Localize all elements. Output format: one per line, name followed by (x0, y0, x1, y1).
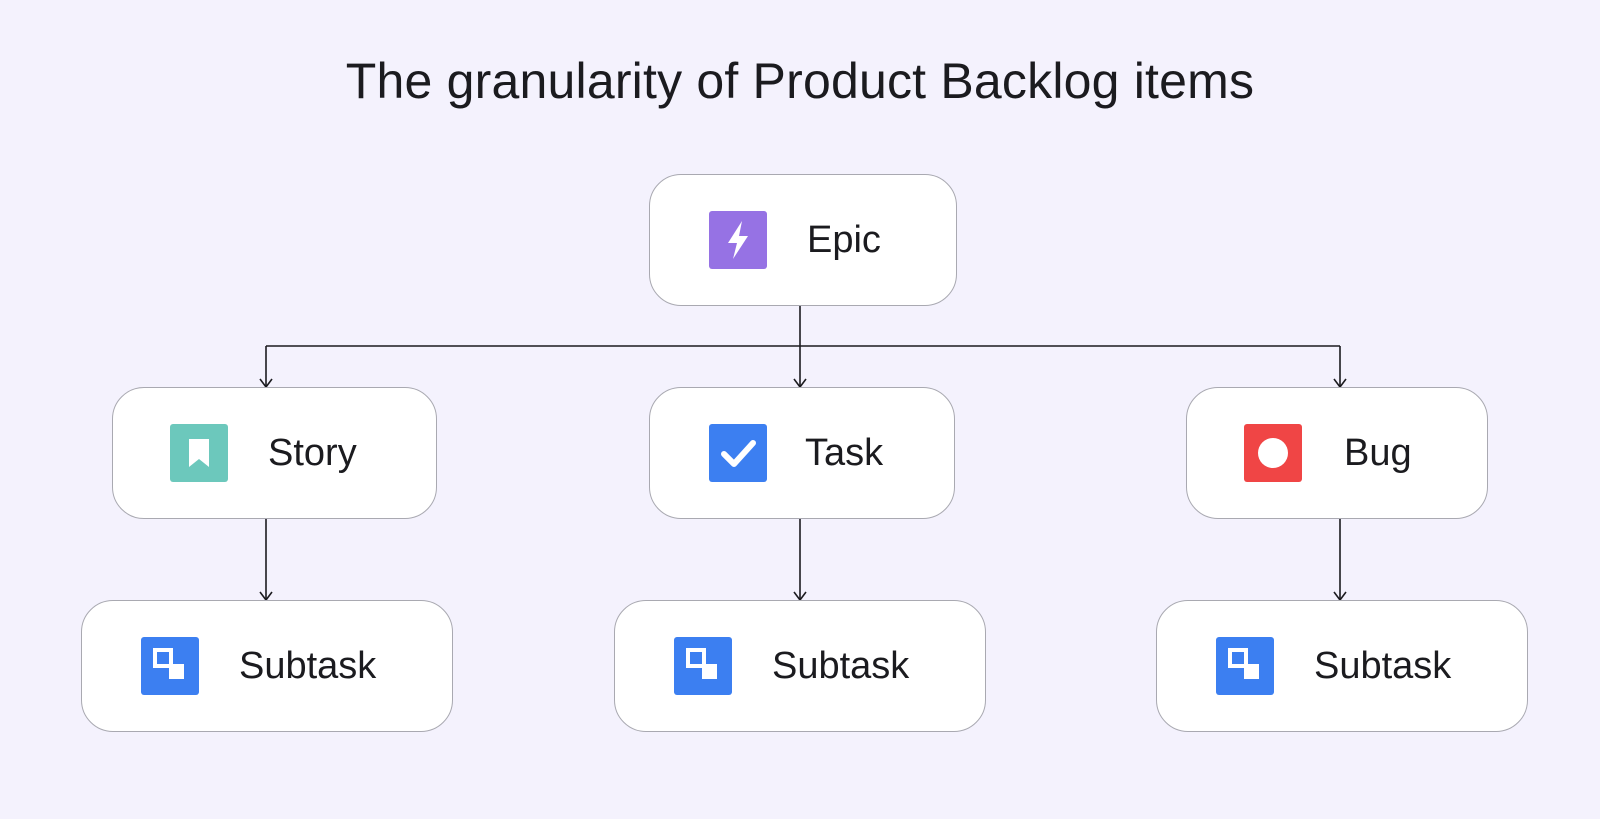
node-story-label: Story (268, 432, 357, 474)
node-bug-subtask: Subtask (1156, 600, 1528, 732)
node-task: Task (649, 387, 955, 519)
node-story-subtask-label: Subtask (239, 645, 377, 687)
subtask-squares-icon (674, 637, 732, 695)
node-story-subtask: Subtask (81, 600, 453, 732)
subtask-squares-icon (141, 637, 199, 695)
node-bug-label: Bug (1344, 432, 1412, 474)
node-task-subtask: Subtask (614, 600, 986, 732)
subtask-squares-icon (1216, 637, 1274, 695)
lightning-bolt-icon (709, 211, 767, 269)
bookmark-icon (170, 424, 228, 482)
node-bug: Bug (1186, 387, 1488, 519)
node-epic: Epic (649, 174, 957, 306)
node-bug-subtask-label: Subtask (1314, 645, 1452, 687)
circle-dot-icon (1244, 424, 1302, 482)
node-epic-label: Epic (807, 219, 881, 261)
node-story: Story (112, 387, 437, 519)
node-task-subtask-label: Subtask (772, 645, 910, 687)
node-task-label: Task (805, 432, 884, 474)
diagram-title: The granularity of Product Backlog items (345, 53, 1255, 109)
checkmark-icon (709, 424, 767, 482)
